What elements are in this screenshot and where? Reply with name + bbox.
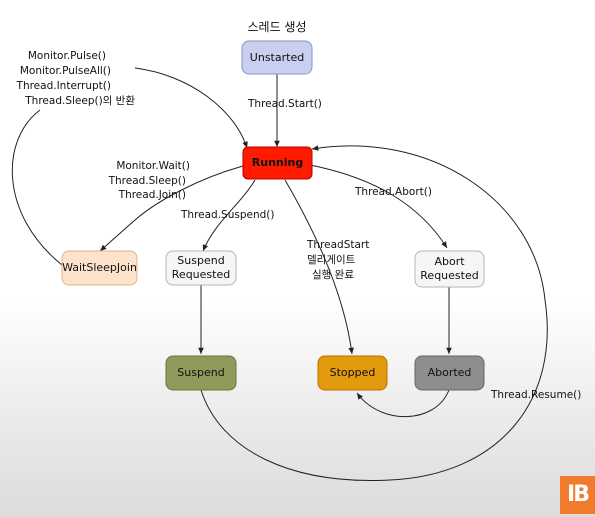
- svg-text:Requested: Requested: [420, 269, 478, 282]
- svg-text:Unstarted: Unstarted: [250, 51, 304, 64]
- svg-text:Aborted: Aborted: [428, 366, 472, 379]
- node-unstarted: Unstarted: [241, 40, 313, 75]
- edge-running-waitsleepjoin: [99, 165, 244, 252]
- label-thread-resume: Thread.Resume(): [490, 389, 581, 401]
- edge-waitsleepjoin-to-signals: [11, 109, 63, 266]
- node-aborted: Aborted: [414, 355, 485, 391]
- label-threadstart: ThreadStart: [306, 239, 369, 251]
- svg-text:Suspend: Suspend: [177, 366, 224, 379]
- logo-icon: IB: [560, 476, 595, 514]
- node-suspend: Suspend: [165, 355, 237, 391]
- edge-suspend-resume-running: [200, 145, 548, 481]
- node-suspend-requested: Suspend Requested: [165, 250, 237, 286]
- svg-text:Suspend: Suspend: [177, 254, 224, 267]
- svg-text:Abort: Abort: [434, 255, 465, 268]
- label-thread-abort: Thread.Abort(): [354, 186, 432, 198]
- node-abort-requested: Abort Requested: [414, 250, 485, 288]
- edge-signals-running: [134, 67, 248, 149]
- label-execution-complete: 실행 완료: [312, 268, 354, 281]
- edge-running-stopped: [284, 179, 354, 355]
- label-monitor-wait: Monitor.Wait(): [116, 160, 190, 172]
- label-thread-sleep-return: Thread.Sleep()의 반환: [24, 95, 135, 107]
- label-monitor-pulse: Monitor.Pulse(): [28, 50, 106, 62]
- label-thread-sleep: Thread.Sleep(): [108, 175, 186, 187]
- label-delegate: 델리게이트: [307, 254, 356, 266]
- label-monitor-signals: Monitor.Pulse() Monitor.PulseAll() Threa…: [16, 50, 136, 107]
- edge-aborted-stopped: [356, 389, 450, 418]
- node-waitsleepjoin: WaitSleepJoin: [61, 250, 138, 286]
- edge-running-abortrequested: [309, 164, 448, 249]
- svg-text:WaitSleepJoin: WaitSleepJoin: [62, 261, 137, 274]
- label-thread-interrupt: Thread.Interrupt(): [16, 80, 111, 92]
- svg-text:Requested: Requested: [172, 268, 230, 281]
- label-thread-start: Thread.Start(): [247, 98, 322, 110]
- label-wait-block: Monitor.Wait() Thread.Sleep() Thread.Joi…: [108, 160, 190, 201]
- svg-text:Stopped: Stopped: [330, 366, 376, 379]
- label-thread-join: Thread.Join(): [118, 189, 186, 201]
- node-stopped: Stopped: [317, 355, 388, 391]
- diagram-title: 스레드 생성: [247, 20, 306, 34]
- edge-running-suspendrequested: [202, 179, 256, 252]
- label-monitor-pulseall: Monitor.PulseAll(): [20, 65, 111, 77]
- svg-text:Running: Running: [252, 156, 303, 169]
- node-running: Running: [242, 146, 313, 180]
- label-thread-suspend: Thread.Suspend(): [180, 209, 274, 221]
- label-threadstart-block: ThreadStart 델리게이트 실행 완료: [306, 239, 369, 281]
